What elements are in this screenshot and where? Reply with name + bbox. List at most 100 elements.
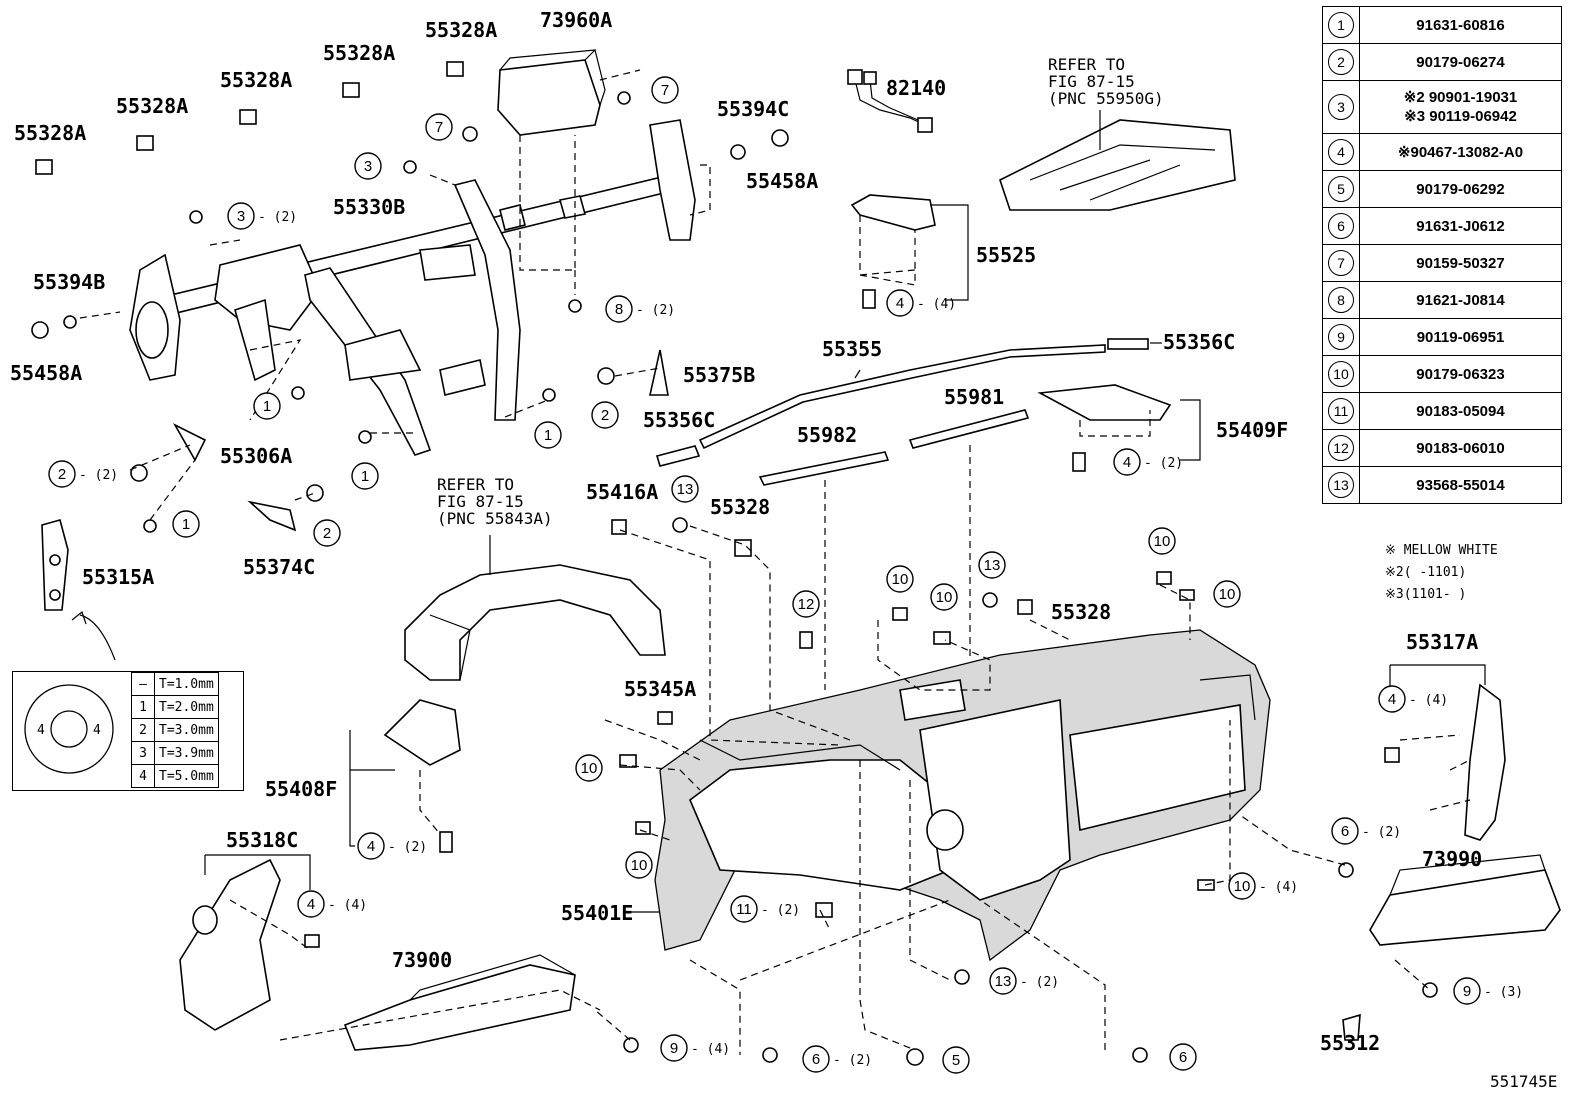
callout-number: 4 (896, 295, 904, 312)
callout-circle (48, 460, 76, 488)
parts-table-index: 5 (1322, 170, 1360, 208)
index-circle: 8 (1328, 287, 1354, 313)
callout-number: 10 (892, 571, 909, 588)
callout-c6a: 6- (2) (1331, 817, 1401, 845)
parts-table-part-number: 90159-50327 (1359, 244, 1562, 282)
callout-c13c: 13- (2) (989, 967, 1059, 995)
parts-table-part-number: 90179-06323 (1359, 355, 1562, 393)
parts-table-part-number: 90179-06274 (1359, 43, 1562, 81)
part-number-text: 91621-J0814 (1416, 291, 1505, 309)
shim-thickness: T=1.0mm (154, 672, 219, 696)
parts-table-index: 7 (1322, 244, 1360, 282)
note-range-3: ※3(1101- ) (1385, 587, 1467, 602)
parts-table-index: 9 (1322, 318, 1360, 356)
shim-washer-drawing: 4 4 (24, 684, 114, 774)
callout-number: 2 (58, 466, 66, 483)
callout-circle (942, 1046, 970, 1074)
callout-number: 10 (1234, 878, 1251, 895)
part-number-text: 90179-06292 (1416, 180, 1505, 198)
callout-c7a: 7 (651, 76, 679, 104)
callout-c7b: 7 (425, 113, 453, 141)
part-label-73990: 73990 (1422, 847, 1482, 871)
parts-table-index: 1 (1322, 6, 1360, 44)
callout-number: 2 (601, 407, 609, 424)
refer-note-1-line-3: (PNC 55950G) (1048, 89, 1164, 108)
defroster-nozzle-part (999, 119, 1236, 211)
callout-quantity: - (2) (1362, 825, 1401, 840)
parts-table-index: 12 (1322, 429, 1360, 467)
callout-c10e: 10 (575, 754, 603, 782)
callout-circle (1213, 580, 1241, 608)
under-cover-73900-part (343, 954, 576, 1051)
callout-circle (802, 1045, 830, 1073)
callout-quantity: - (4) (328, 898, 367, 913)
parts-table-part-number: ※90467-13082-A0 (1359, 133, 1562, 171)
parts-table-index: 8 (1322, 281, 1360, 319)
callout-quantity: - (4) (917, 297, 956, 312)
airbag-module-73960a-part (497, 49, 606, 136)
index-circle: 7 (1328, 250, 1354, 276)
callout-circle (792, 590, 820, 618)
parts-table-row: 4※90467-13082-A0 (1322, 133, 1562, 171)
note-color: ※ MELLOW WHITE (1385, 543, 1498, 558)
refer-note-2-line-1: REFER TO (437, 475, 514, 494)
parts-table-part-number: 90179-06292 (1359, 170, 1562, 208)
callout-number: 4 (307, 896, 315, 913)
callout-number: 9 (670, 1040, 678, 1057)
part-label-55394b: 55394B (33, 270, 105, 294)
part-number-text: 91631-60816 (1416, 16, 1505, 34)
callout-c10b: 10 (930, 583, 958, 611)
parts-table-part-number: 90183-06010 (1359, 429, 1562, 467)
callout-number: 6 (1179, 1049, 1187, 1066)
callout-circle (253, 392, 281, 420)
callout-c9b: 9- (4) (660, 1034, 730, 1062)
callout-c1a: 1 (253, 392, 281, 420)
parts-table-index: 6 (1322, 207, 1360, 245)
part-number-text: 90119-06951 (1416, 328, 1505, 346)
callout-c13b: 13 (978, 551, 1006, 579)
callout-circle (534, 421, 562, 449)
parts-table-index: 2 (1322, 43, 1360, 81)
bracket-55315a-part (41, 519, 116, 661)
index-circle: 12 (1328, 435, 1354, 461)
callout-quantity: - (2) (1144, 456, 1183, 471)
part-number-text: 90183-05094 (1416, 402, 1505, 420)
callout-circle (1113, 448, 1141, 476)
parts-table-row: 9 90119-06951 (1322, 318, 1562, 356)
callout-number: 13 (995, 973, 1012, 990)
callout-circle (605, 295, 633, 323)
part-number-text: 93568-55014 (1416, 476, 1505, 494)
callout-circle (354, 152, 382, 180)
callout-circle (357, 832, 385, 860)
callout-circle (730, 895, 758, 923)
callout-quantity: - (2) (761, 903, 800, 918)
part-label-55330b: 55330B (333, 195, 405, 219)
part-label-55394c: 55394C (717, 97, 789, 121)
instrument-panel-55401e-part (654, 629, 1271, 962)
part-label-55317a: 55317A (1406, 630, 1478, 654)
callout-number: 10 (1154, 533, 1171, 550)
callout-c1c: 1 (351, 462, 379, 490)
index-circle: 3 (1328, 94, 1354, 120)
part-label-55345a: 55345A (624, 677, 696, 701)
callout-c9a: 9- (3) (1453, 977, 1523, 1005)
callout-c10g: 10- (4) (1228, 872, 1298, 900)
parts-table-row: 8 91621-J0814 (1322, 281, 1562, 319)
callout-number: 3 (364, 158, 372, 175)
index-circle: 11 (1328, 398, 1354, 424)
callout-number: 12 (798, 596, 815, 613)
part-label-55312: 55312 (1320, 1031, 1380, 1055)
callout-quantity: - (2) (258, 210, 297, 225)
part-label-55318c: 55318C (226, 828, 298, 852)
parts-table-index: 3 (1322, 80, 1360, 134)
refer-note-1-line-1: REFER TO (1048, 55, 1125, 74)
index-circle: 13 (1328, 472, 1354, 498)
defroster-garnish-part (655, 338, 1172, 486)
parts-table-index: 13 (1322, 466, 1360, 504)
